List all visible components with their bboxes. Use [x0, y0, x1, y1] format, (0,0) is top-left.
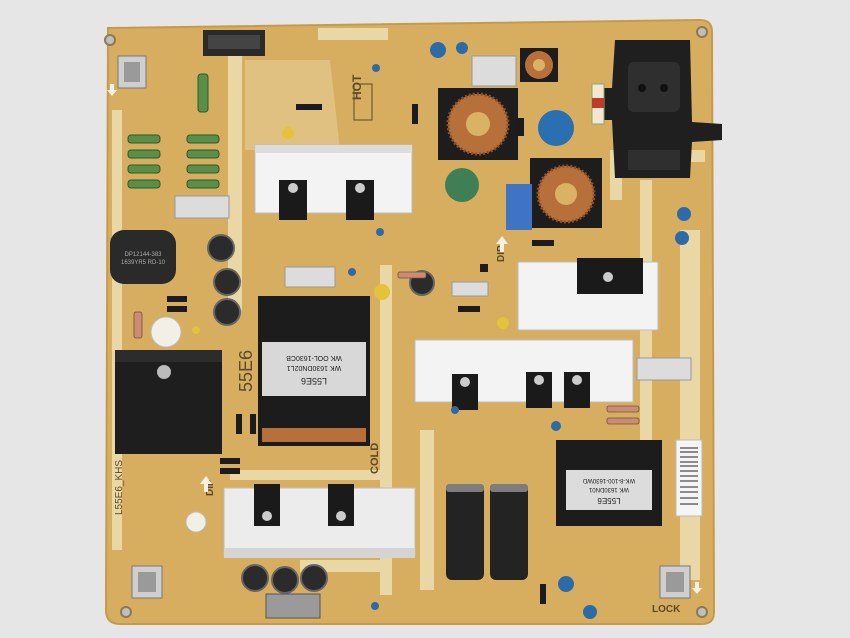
bottom-right-connector: [659, 565, 691, 599]
cold-label: COLD: [369, 443, 381, 474]
ac-inlet: [600, 40, 722, 178]
transformer2-label-3: WK-8-100-1630WD: [582, 477, 635, 483]
transformer2-label-1: L55E6: [597, 496, 621, 505]
small-electrolytic-caps: [207, 234, 435, 594]
bottom-left-connector: [131, 565, 163, 599]
transformer-label-1: L55E6: [301, 376, 327, 386]
striped-resistors: [133, 271, 640, 425]
barcode-sticker: [675, 439, 703, 517]
resistor-array: [127, 73, 220, 189]
hot-label: HOT: [350, 74, 364, 100]
thermistor-green: [445, 168, 479, 202]
barcode-lines: [680, 447, 698, 505]
white-potentiometer: [150, 316, 182, 348]
small-semiconductors: [167, 104, 554, 604]
heatsink-top-left: [254, 144, 413, 220]
silkscreen-arrows: [107, 84, 702, 594]
x-capacitors: [174, 55, 692, 381]
lock-label: LOCK: [652, 604, 681, 615]
white-button: [185, 511, 207, 533]
transformer2-label-2: WK 1630DN01: [588, 486, 629, 492]
choke-small: [520, 48, 558, 82]
hot-label-box: [353, 83, 373, 121]
main-transformer: L55E6 WK 1630DN02L1 WK OOL-1630CB: [258, 296, 370, 446]
mounting-holes: [104, 26, 708, 618]
inductor-label-1: DP12144-383: [124, 252, 162, 258]
varistor-blue: [538, 110, 574, 146]
bottom-connector: [265, 593, 321, 619]
heatsink-bottom: [223, 484, 416, 558]
output-capacitors: [446, 484, 528, 580]
blue-ceramic-caps: [348, 42, 691, 619]
pfc-inductor: DP12144-383 1639YR5 RD-10: [110, 230, 176, 284]
transformer-label-3: WK OOL-1630CB: [286, 354, 342, 361]
relay-block: [115, 350, 222, 454]
film-capacitor-blue: [506, 184, 532, 230]
choke-bottom: [530, 158, 602, 228]
yellow-caps: [192, 127, 509, 334]
model-label: L55E6_KHS: [114, 460, 125, 515]
fuse: [591, 83, 605, 125]
inductor-label-2: 1639YR5 RD-10: [121, 260, 166, 266]
top-connector: [203, 30, 265, 56]
secondary-transformer: L55E6 WK 1630DN01 WK-8-100-1630WD: [556, 440, 662, 526]
choke-top: [438, 88, 518, 160]
transformer-label-2: WK 1630DN02L1: [287, 364, 342, 371]
left-connector: [117, 55, 147, 89]
heatsink-right: [517, 258, 659, 331]
heatsink-middle: [414, 339, 634, 410]
board-number-label: 55E6: [236, 350, 256, 392]
dip-label-right: DIP: [496, 245, 507, 262]
dip-label-left: DIP: [205, 479, 216, 496]
